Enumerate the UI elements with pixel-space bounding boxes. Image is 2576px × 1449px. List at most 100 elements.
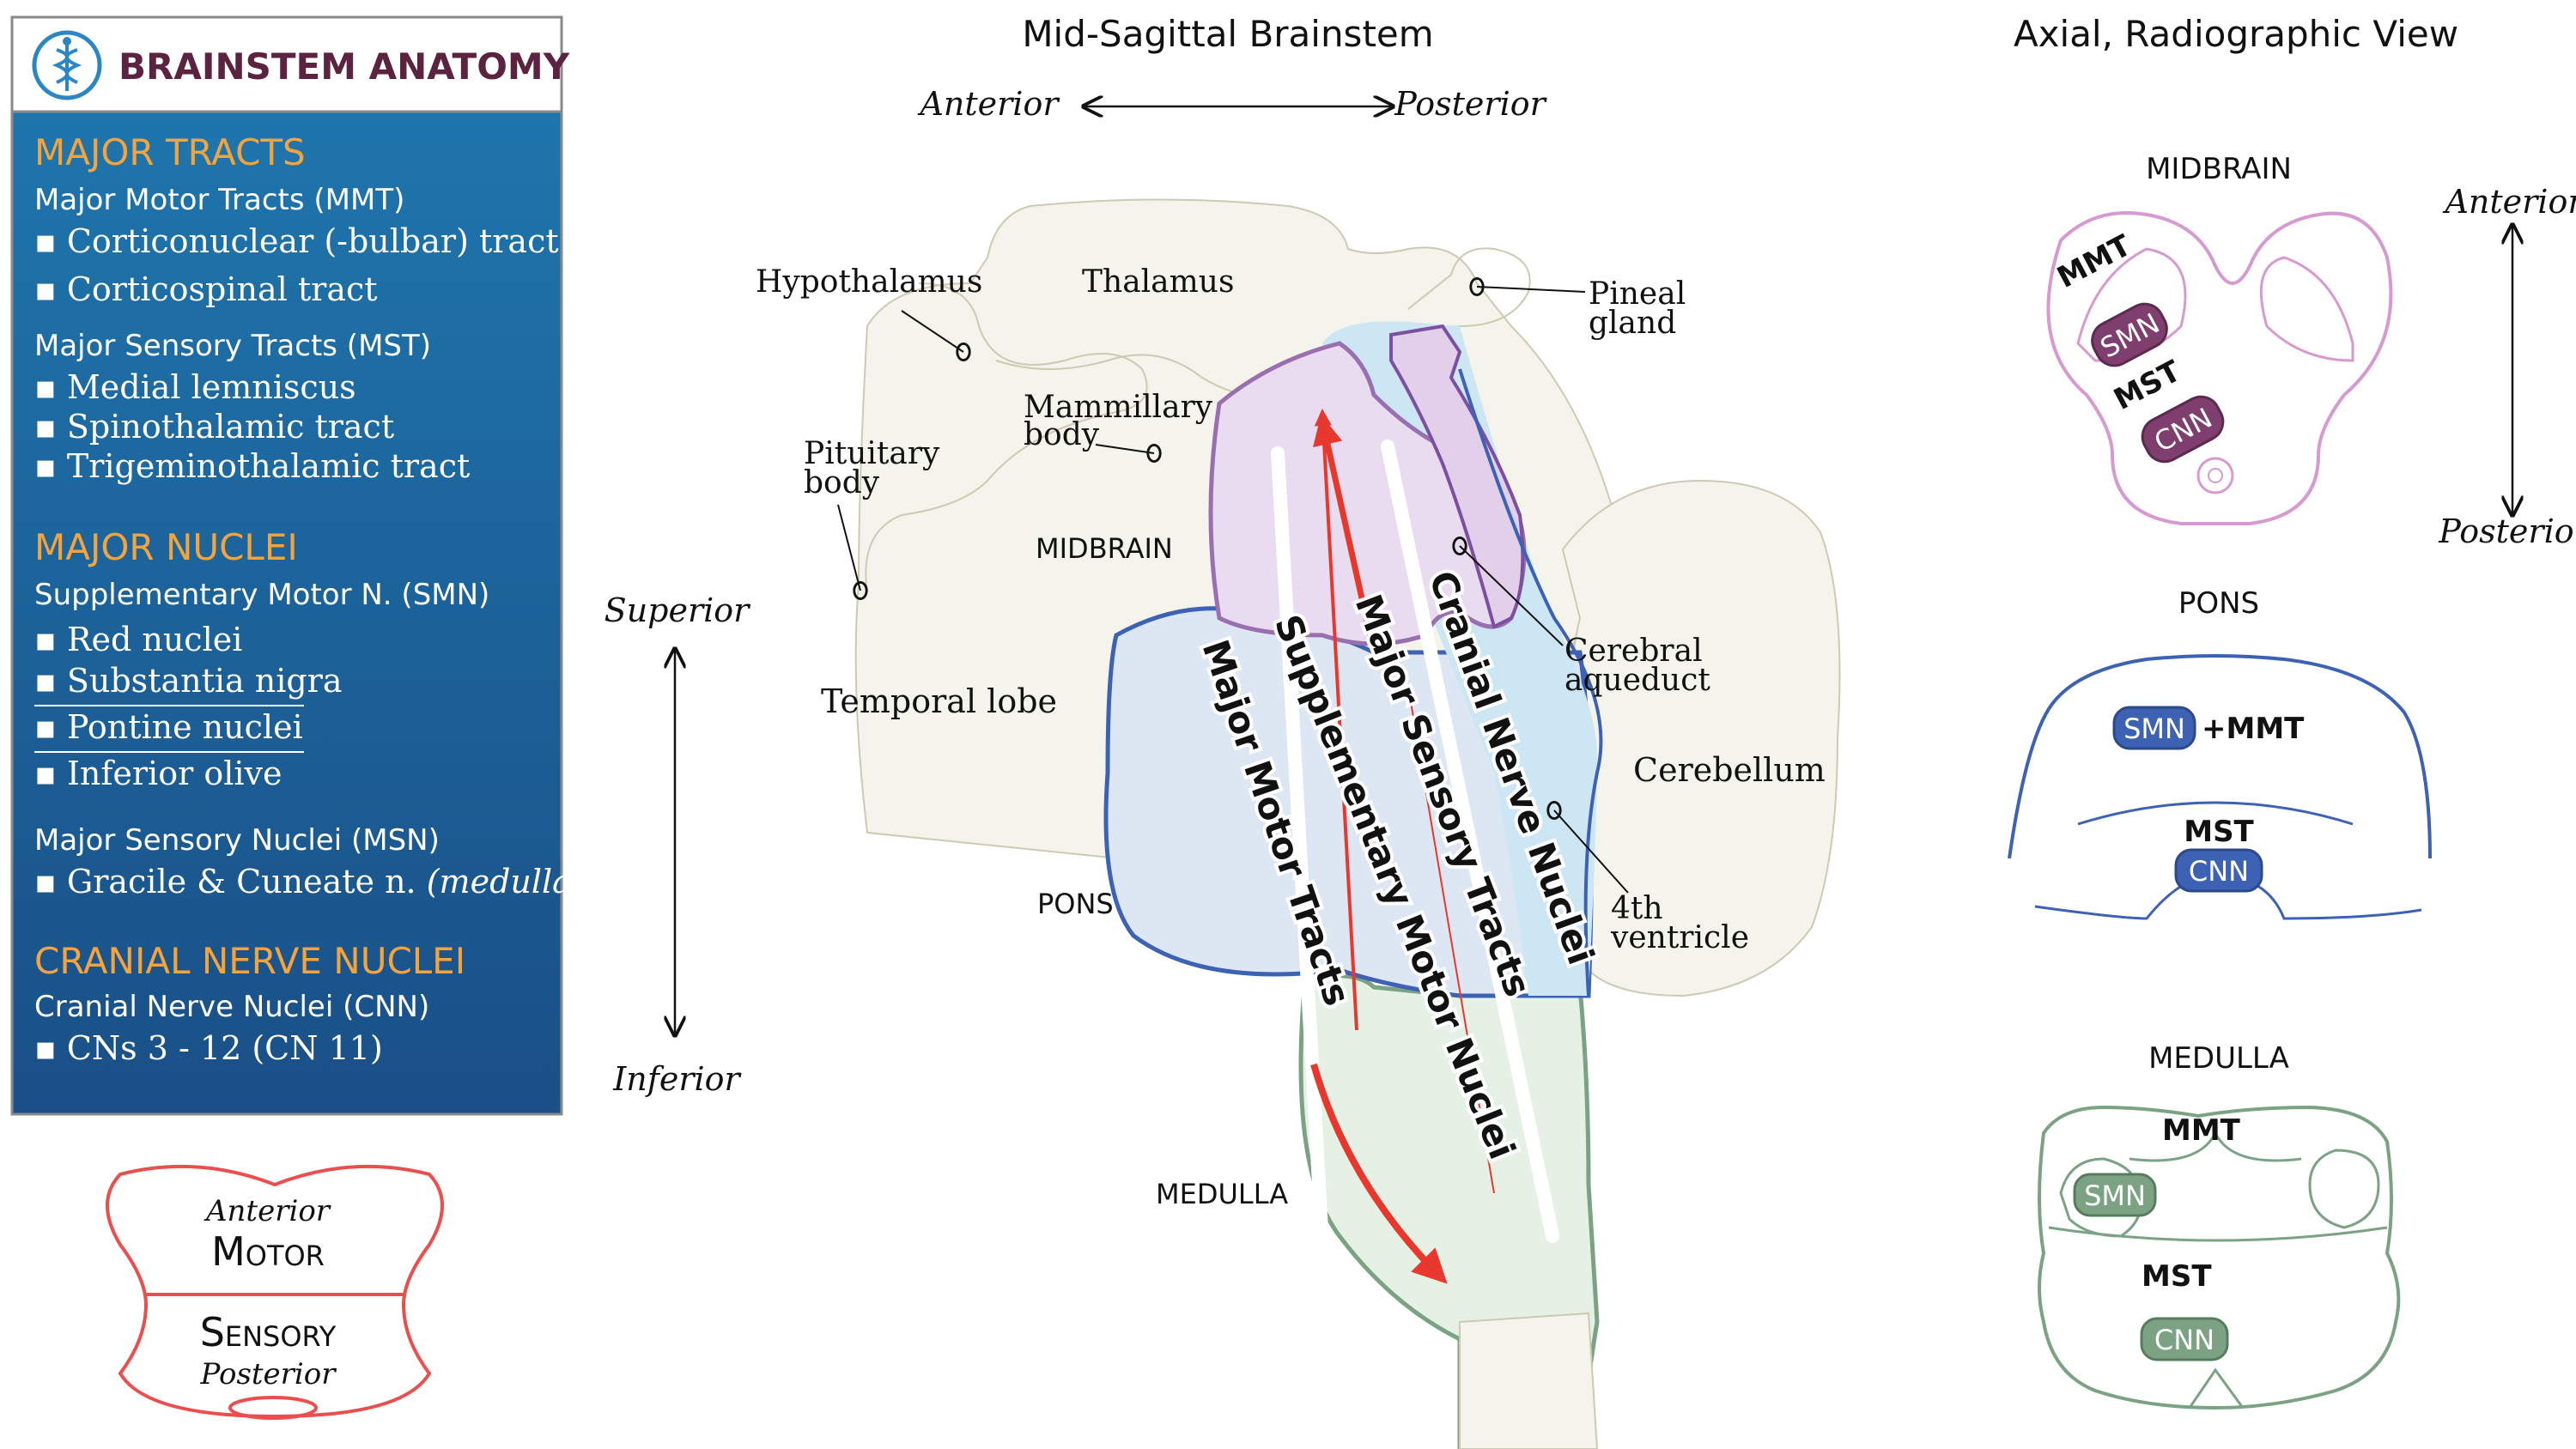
label-medulla: MEDULLA	[1156, 1178, 1288, 1210]
midbrain-aqueduct-inner	[2208, 468, 2223, 483]
pituitary-outline	[865, 282, 1148, 593]
thin-red-tract	[1407, 686, 1495, 1194]
cerebellum-shape	[1561, 479, 1841, 997]
label-pituitary-1: Pituitary	[804, 436, 940, 471]
key-sensory: Sensory	[200, 1309, 337, 1355]
bullet-item: ▪ Red nuclei	[34, 621, 242, 658]
axial-posterior: Posterior	[2438, 512, 2576, 550]
medulla-pyramids	[2129, 1130, 2302, 1162]
label-cerebellum: Cerebellum	[1633, 751, 1826, 789]
leader-mammillary	[1095, 443, 1162, 464]
medulla-mmt: MMT	[2162, 1113, 2241, 1148]
sagittal-view: Mid-Sagittal Brainstem Anterior Posterio…	[605, 13, 1841, 1449]
orientation-key: Anterior Motor Sensory Posterior	[106, 1164, 444, 1420]
label-superior: Superior	[605, 591, 752, 629]
axial-view: Axial, Radiographic View Anterior Poster…	[2008, 13, 2576, 1410]
midbrain-peduncle-right	[2259, 256, 2354, 362]
key-posterior: Posterior	[199, 1357, 337, 1391]
label-pituitary-2: body	[804, 465, 880, 500]
medulla-section-outline	[2038, 1105, 2401, 1410]
medulla-mst: MST	[2142, 1259, 2212, 1294]
leader-hypothalamus	[901, 310, 971, 362]
panel-header-background	[10, 15, 563, 113]
bullet-item: ▪ Pontine nuclei	[34, 708, 303, 746]
bullet-item: ▪ Trigeminothalamic tract	[34, 447, 470, 485]
axial-anterior: Anterior	[2442, 183, 2576, 221]
ascending-sensory-arrow	[1312, 415, 1377, 653]
label-temporal-lobe: Temporal lobe	[821, 682, 1057, 720]
subheading-mst: Major Sensory Tracts (MST)	[34, 329, 431, 363]
pons-section-label: PONS	[2178, 586, 2259, 621]
label-anterior: Anterior	[917, 85, 1060, 123]
medulla-smn-badge: SMN	[2073, 1173, 2157, 1217]
medulla-smn: SMN	[2084, 1179, 2146, 1212]
medulla-canal	[2188, 1367, 2245, 1409]
bullet-item: ▪ Inferior olive	[34, 755, 282, 792]
label-mammillary-1: Mammillary	[1024, 390, 1213, 425]
bullet-item: ▪ Corticonuclear (-bulbar) tract	[34, 222, 559, 260]
panel-title: BRAINSTEM ANATOMY	[118, 45, 570, 88]
label-fourth-ventricle-1: 4th	[1611, 891, 1663, 926]
pons-mst: MST	[2184, 815, 2254, 849]
descending-motor-arrow	[1310, 1063, 1448, 1284]
sagittal-title: Mid-Sagittal Brainstem	[1022, 13, 1433, 55]
label-pons: PONS	[1037, 888, 1114, 920]
bullet-item: ▪ Substantia nigra	[34, 662, 343, 700]
bullet-item: ▪ Medial lemniscus	[34, 368, 356, 406]
spinal-cord	[1459, 1312, 1599, 1449]
key-motor: Motor	[211, 1228, 325, 1275]
label-hypothalamus: Hypothalamus	[756, 264, 982, 300]
panel-background	[10, 15, 563, 1116]
axial-title: Axial, Radiographic View	[2014, 13, 2458, 55]
bullet-item: ▪ CNs 3 - 12 (CN 11)	[34, 1029, 383, 1067]
medulla-olive-right	[2308, 1149, 2380, 1229]
label-pineal-1: Pineal	[1589, 276, 1686, 312]
medulla-cnn: CNN	[2154, 1324, 2215, 1356]
medulla-section-label: MEDULLA	[2148, 1041, 2289, 1076]
heading-major-nuclei: MAJOR NUCLEI	[34, 526, 298, 568]
leader-aqueduct	[1452, 536, 1564, 646]
bullet-item: ▪ Spinothalamic tract	[34, 408, 394, 446]
pons-inner-curve	[2077, 801, 2354, 826]
label-mammillary-2: body	[1024, 417, 1100, 452]
bullet-item: ▪ Gracile & Cuneate n. (medulla)	[34, 863, 585, 900]
subheading-cnn: Cranial Nerve Nuclei (CNN)	[34, 990, 429, 1024]
pons-cnn-badge: CNN	[2174, 848, 2263, 893]
subheading-msn: Major Sensory Nuclei (MSN)	[34, 823, 440, 858]
key-anterior: Anterior	[204, 1194, 331, 1228]
pons-smn: SMN	[2123, 712, 2185, 745]
heading-major-tracts: MAJOR TRACTS	[34, 131, 306, 173]
pons-section-outline	[2008, 654, 2432, 859]
label-fourth-ventricle-2: ventricle	[1610, 920, 1749, 955]
leader-pineal	[1469, 276, 1586, 297]
medulla-cnn-badge: CNN	[2140, 1317, 2229, 1361]
heading-cranial-nerve-nuclei: CRANIAL NERVE NUCLEI	[34, 940, 465, 982]
info-panel: BRAINSTEM ANATOMY MAJOR TRACTS Major Mot…	[10, 15, 585, 1116]
leader-pituitary	[837, 504, 868, 601]
motor-pathway-arrow	[1314, 409, 1358, 1031]
midbrain-section-label: MIDBRAIN	[2146, 152, 2292, 186]
subheading-smn: Supplementary Motor N. (SMN)	[34, 578, 489, 612]
midbrain-aqueduct	[2196, 457, 2234, 494]
label-cerebral-aqueduct-2: aqueduct	[1564, 663, 1710, 698]
midbrain-section-outline	[2046, 211, 2393, 525]
fourth-ventricle-edge	[1458, 368, 1603, 997]
tectum-region	[1389, 324, 1525, 629]
label-cerebral-aqueduct-1: Cerebral	[1564, 634, 1703, 669]
midbrain-cnn-badge: CNN	[2141, 395, 2225, 464]
band-major-sensory	[1381, 440, 1559, 1243]
key-outline	[106, 1164, 444, 1419]
leader-fourth-ventricle	[1546, 800, 1629, 894]
label-posterior: Posterior	[1394, 85, 1547, 123]
label-thalamus: Thalamus	[1082, 264, 1234, 300]
pons-cnn: CNN	[2189, 855, 2249, 888]
label-pineal-2: gland	[1589, 306, 1676, 341]
label-inferior: Inferior	[612, 1060, 742, 1098]
pons-smn-badge: SMN	[2112, 706, 2196, 750]
band-major-motor	[1271, 446, 1329, 1252]
pons-plus-mmt: +MMT	[2202, 712, 2305, 746]
label-midbrain: MIDBRAIN	[1036, 532, 1173, 565]
bullet-item: ▪ Corticospinal tract	[34, 270, 378, 308]
subheading-mmt: Major Motor Tracts (MMT)	[34, 183, 404, 217]
